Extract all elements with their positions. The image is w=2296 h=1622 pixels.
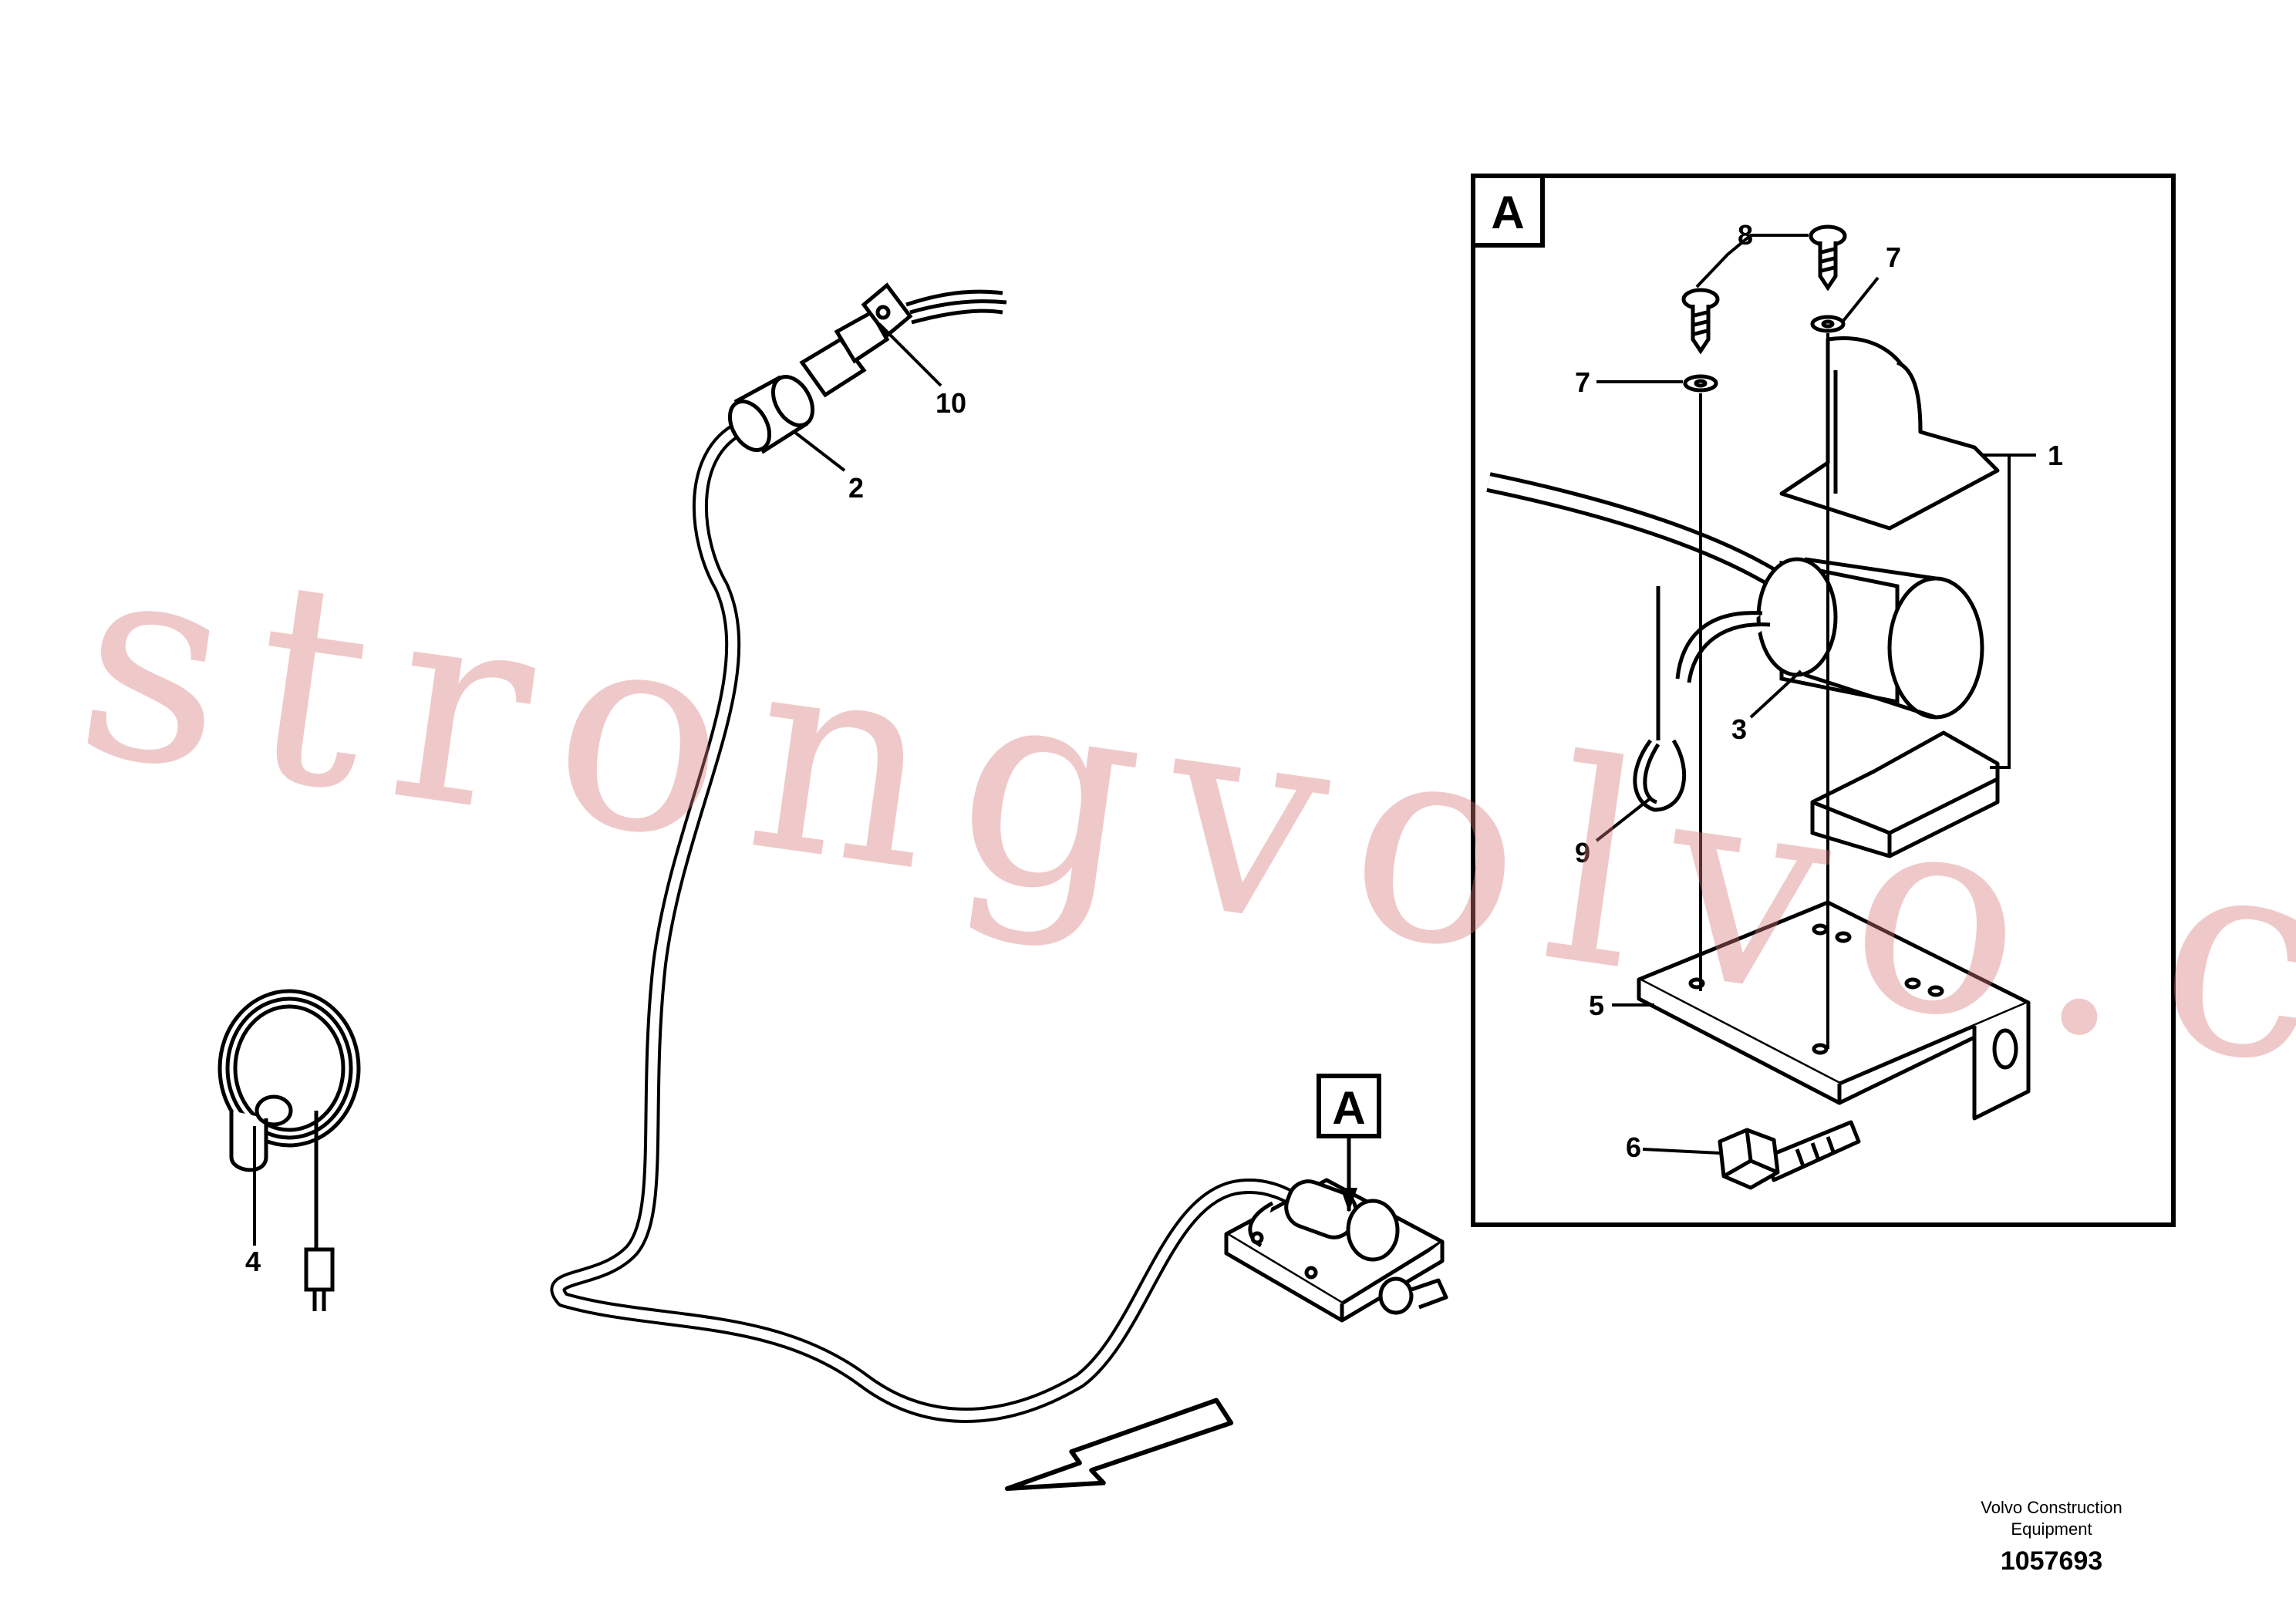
callout-leaders [253,234,2036,1246]
lead-wires [905,289,1007,325]
cable-tie [1633,586,1687,812]
company-name-line2: Equipment [2011,1519,2092,1539]
footer-block: Volvo Construction Equipment 1057693 [1981,1498,2122,1576]
callout-7-right: 7 [1886,241,1901,273]
sensor-cylinder [1675,557,1984,720]
washer-right [1810,315,1846,333]
coiled-cable [217,989,361,1311]
screw-left [1681,288,1720,355]
connector-plug [799,282,913,398]
callout-6: 6 [1626,1131,1641,1163]
callout-3: 3 [1731,713,1747,745]
mounting-plate [1637,900,2031,1121]
callout-numbers: 10 2 4 1 3 9 5 6 7 7 8 [245,219,2063,1277]
detail-reference-tag: A [1317,1074,1381,1212]
assembly-lines [1699,333,1829,1049]
clamp [1779,336,2000,858]
screw-right [1809,224,1847,292]
sensor-assembly-small [1224,1178,1448,1323]
callout-8: 8 [1738,219,1753,251]
grommet [727,375,815,454]
detail-box-label: A [1491,187,1524,238]
callout-7-left: 7 [1575,366,1590,398]
drawing-number: 1057693 [2001,1546,2102,1576]
detail-a-panel: A [1471,174,2176,1227]
callout-1: 1 [2048,440,2063,471]
washer-left [1683,374,1718,393]
hex-bolt [1718,1120,1861,1190]
callout-5: 5 [1589,990,1604,1021]
callout-2: 2 [848,472,864,504]
company-name-line1: Volvo Construction [1981,1498,2122,1517]
callout-10: 10 [936,387,966,419]
callout-9: 9 [1575,837,1590,868]
callout-4: 4 [245,1246,261,1277]
detail-reference-label: A [1332,1082,1365,1134]
sensor-harness [550,420,1327,1423]
direction-arrow [1004,1398,1234,1492]
